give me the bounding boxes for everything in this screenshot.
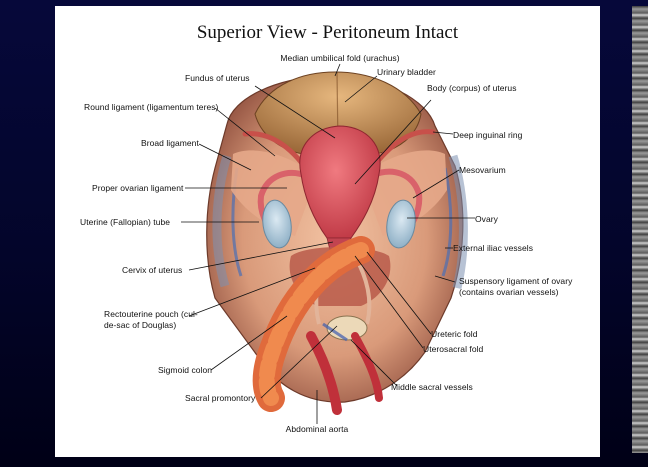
label-external-iliac-vessels: External iliac vessels: [453, 243, 533, 253]
label-rectouterine-pouch-line2: de-sac of Douglas): [104, 320, 176, 330]
label-median-umbilical-fold: Median umbilical fold (urachus): [205, 53, 475, 63]
label-round-ligament: Round ligament (ligamentum teres): [84, 102, 218, 112]
label-broad-ligament: Broad ligament: [141, 138, 199, 148]
label-uterine-tube: Uterine (Fallopian) tube: [80, 217, 170, 227]
label-sigmoid-colon: Sigmoid colon: [158, 365, 212, 375]
label-cervix-of-uterus: Cervix of uterus: [122, 265, 182, 275]
label-ovary: Ovary: [475, 214, 498, 224]
side-photo-strip: [632, 6, 648, 453]
sacral-promontory: [327, 316, 367, 340]
label-abdominal-aorta: Abdominal aorta: [277, 424, 357, 434]
label-body-of-uterus: Body (corpus) of uterus: [427, 83, 517, 93]
label-fundus-of-uterus: Fundus of uterus: [185, 73, 250, 83]
label-urinary-bladder: Urinary bladder: [377, 67, 436, 77]
label-proper-ovarian-ligament: Proper ovarian ligament: [92, 183, 183, 193]
label-suspensory-ligament-line2: (contains ovarian vessels): [459, 287, 559, 297]
pelvis-illustration: [55, 6, 600, 457]
label-sacral-promontory: Sacral promontory: [185, 393, 255, 403]
label-mesovarium: Mesovarium: [459, 165, 506, 175]
label-ureteric-fold: Ureteric fold: [431, 329, 477, 339]
label-rectouterine-pouch-line1: Rectouterine pouch (cul-: [104, 309, 198, 319]
label-uterosacral-fold: Uterosacral fold: [423, 344, 483, 354]
label-suspensory-ligament-line1: Suspensory ligament of ovary: [459, 276, 572, 286]
anatomy-plate: Superior View - Peritoneum Intact: [55, 6, 600, 457]
label-deep-inguinal-ring: Deep inguinal ring: [453, 130, 522, 140]
label-middle-sacral-vessels: Middle sacral vessels: [391, 382, 473, 392]
